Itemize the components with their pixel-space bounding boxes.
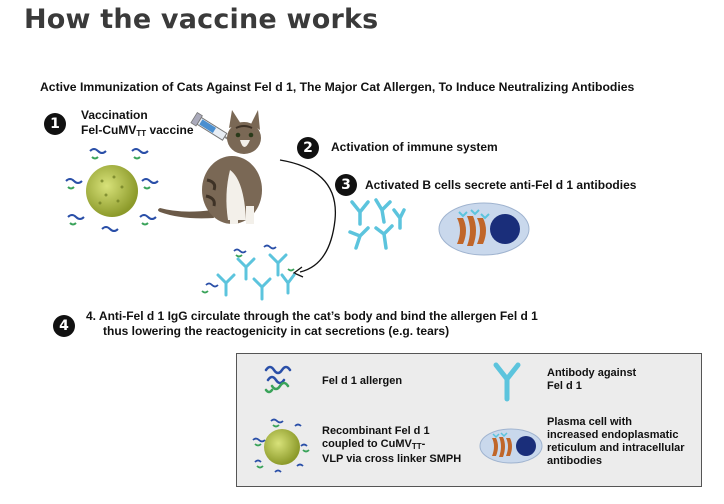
step-2-number: 2 — [297, 137, 319, 159]
step-2-label: Activation of immune system — [331, 140, 498, 154]
legend-vlp-line1: Recombinant Fel d 1 — [322, 425, 430, 437]
legend-plasma-line3: reticulum and intracellular — [547, 442, 685, 454]
legend-antibody-line2: Fel d 1 — [547, 380, 582, 392]
legend-plasma-line1: Plasma cell with — [547, 416, 632, 428]
page-title: How the vaccine works — [24, 4, 379, 35]
antibody-allergen-complex-icon — [201, 244, 296, 301]
step-4-line2: thus lowering the reactogenicity in cat … — [103, 324, 450, 338]
step-4-number: 4 — [53, 315, 75, 337]
vlp-particle-icon — [65, 148, 159, 232]
legend-plasma-label: Plasma cell with increased endoplasmatic… — [547, 416, 685, 468]
allergen-icon — [264, 365, 292, 394]
step-1-suffix: vaccine — [146, 123, 194, 137]
step-1-vaccine-name: Fel-CuMV — [81, 123, 137, 137]
cat-icon — [158, 110, 262, 224]
legend-plasma-line2: increased endoplasmatic — [547, 429, 679, 441]
legend-antibody-line1: Antibody against — [547, 367, 637, 379]
plasma-cell-legend-icon — [479, 428, 543, 464]
curved-arrow-icon — [279, 159, 337, 278]
step-1-subscript: TT — [136, 129, 147, 138]
vlp-legend-icon — [252, 418, 310, 473]
legend-vlp-subscript: TT — [411, 442, 422, 451]
legend-vlp-prefix: coupled to CuMV — [322, 438, 412, 450]
figure-title: Active Immunization of Cats Against Fel … — [40, 80, 635, 94]
step-1-label: Vaccination Fel-CuMVTT vaccine — [81, 108, 194, 141]
antibody-icon — [493, 362, 521, 402]
legend-box — [236, 353, 702, 487]
step-1-line1: Vaccination — [81, 108, 148, 122]
antibody-cluster-icon — [348, 198, 406, 250]
step-3-label: Activated B cells secrete anti-Fel d 1 a… — [365, 178, 637, 192]
legend-vlp-label: Recombinant Fel d 1 coupled to CuMVTT- V… — [322, 425, 461, 466]
legend-plasma-line4: antibodies — [547, 455, 603, 467]
step-1-line2: Fel-CuMVTT vaccine — [81, 123, 194, 141]
legend-allergen-label: Fel d 1 allergen — [322, 375, 403, 387]
legend-vlp-line2: coupled to CuMVTT- — [322, 438, 461, 453]
step-4-line1: 4. Anti-Fel d 1 IgG circulate through th… — [86, 309, 538, 323]
step-1-number: 1 — [44, 113, 66, 135]
legend-antibody-label: Antibody against Fel d 1 — [547, 367, 636, 393]
legend-vlp-line3: VLP via cross linker SMPH — [322, 453, 462, 465]
step-3-number: 3 — [335, 174, 357, 196]
plasma-cell-icon — [438, 202, 530, 256]
step-4-label: 4. Anti-Fel d 1 IgG circulate through th… — [86, 309, 538, 339]
legend-vlp-suffix: - — [421, 438, 426, 450]
